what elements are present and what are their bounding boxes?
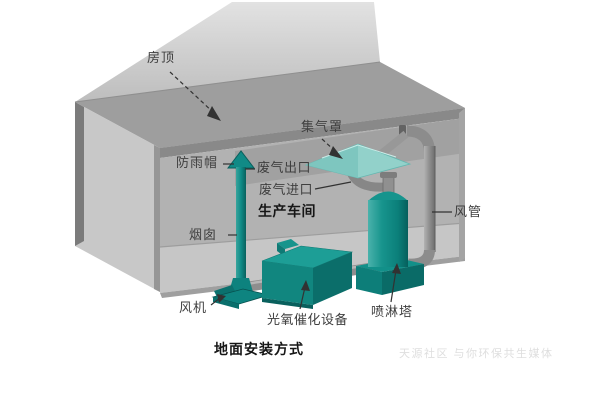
tower-base-front-right bbox=[382, 264, 424, 295]
roof-leader bbox=[169, 71, 215, 114]
tower-stub-cap bbox=[380, 172, 397, 178]
left-wall-corner-strip bbox=[75, 102, 84, 246]
fan-arrowhead bbox=[217, 294, 226, 303]
gas-hood-label: 集气罩 bbox=[301, 119, 344, 134]
air-duct-pipe bbox=[424, 146, 435, 252]
left-wall bbox=[75, 102, 160, 292]
workshop-label: 生产车间 bbox=[258, 203, 316, 219]
roof-label: 房顶 bbox=[147, 50, 176, 65]
spray-tower-arrowhead bbox=[392, 263, 401, 274]
rain-cap-label: 防雨帽 bbox=[176, 155, 219, 170]
wall-floor-junction bbox=[159, 222, 466, 248]
chimney-pipe bbox=[236, 167, 246, 281]
diagram-title: 地面安装方式 bbox=[214, 341, 304, 357]
exhaust-outlet-label: 废气出口 bbox=[257, 160, 312, 175]
tower-base-front-left bbox=[356, 266, 382, 295]
uv-unit-inlet-top bbox=[277, 239, 299, 249]
spray-tower bbox=[356, 191, 424, 295]
roof-arrowhead bbox=[207, 106, 221, 121]
watermark: 天源社区 与你环保共生媒体 bbox=[399, 348, 554, 360]
uv-unit-arrowhead bbox=[301, 280, 310, 291]
fan-label: 风机 bbox=[179, 300, 208, 315]
exhaust-inlet-label: 废气进口 bbox=[259, 182, 314, 197]
uv-unit-side bbox=[313, 252, 352, 305]
chimney-label: 烟囱 bbox=[189, 227, 218, 242]
leader-lines bbox=[169, 71, 452, 310]
tower-top-stub bbox=[382, 175, 395, 195]
right-wall-edge bbox=[459, 108, 465, 262]
roof-ridge-line bbox=[74, 61, 381, 103]
air-duct-label: 风管 bbox=[454, 204, 483, 219]
roof-front-band bbox=[75, 62, 465, 148]
left-wall-front-strip bbox=[154, 145, 160, 292]
tower-cylinder bbox=[368, 200, 408, 267]
hood-left-facet bbox=[306, 144, 358, 178]
photo-oxygen-catalytic-unit bbox=[261, 239, 354, 309]
uv-unit-front bbox=[262, 261, 313, 305]
gas-hood-arrowhead bbox=[329, 146, 343, 159]
uv-unit-leader bbox=[299, 286, 306, 310]
gas-collection-hood bbox=[304, 143, 412, 179]
spray-tower-label: 喷淋塔 bbox=[371, 304, 414, 319]
fan-inlet-flare bbox=[229, 278, 253, 292]
hood-riser-pipe bbox=[377, 130, 409, 159]
uv-catalytic-unit-label: 光氧催化设备 bbox=[267, 312, 349, 327]
roof-fascia-edge bbox=[160, 108, 465, 158]
exhaust-inlet-leader bbox=[314, 181, 352, 190]
spray-tower-leader bbox=[390, 269, 397, 303]
